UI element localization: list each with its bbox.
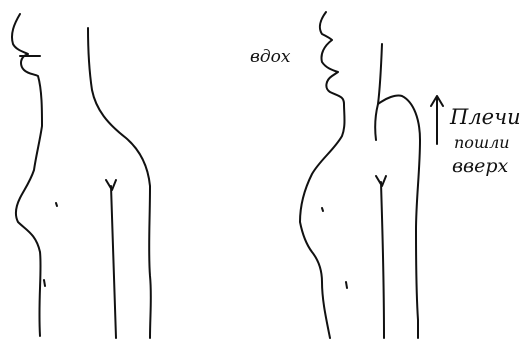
figure-inhale-face-profile — [300, 12, 345, 338]
figure-relaxed-back-line — [88, 28, 151, 338]
figure-relaxed-arm-line — [106, 180, 116, 338]
figure-relaxed-navel-mark — [44, 280, 45, 286]
figure-inhale-arm-line — [376, 176, 386, 338]
figure-relaxed — [12, 14, 151, 338]
shoulders-label-line2: пошли — [454, 133, 510, 152]
shoulders-label-line3: вверх — [452, 155, 509, 177]
shoulders-label-line1: Плечи — [449, 105, 520, 129]
inhale-label: вдох — [250, 47, 291, 67]
shoulders-up-annotation: Плечи пошли вверх — [431, 96, 520, 177]
arrow-up-icon — [431, 96, 443, 144]
figure-inhale-navel-mark — [346, 282, 347, 288]
figure-relaxed-nipple-mark — [56, 203, 57, 206]
figure-inhale — [300, 12, 420, 338]
figure-inhale-shoulder-bulge — [375, 104, 378, 140]
figure-relaxed-face-profile — [12, 14, 42, 336]
figure-inhale-nipple-mark — [322, 208, 323, 211]
